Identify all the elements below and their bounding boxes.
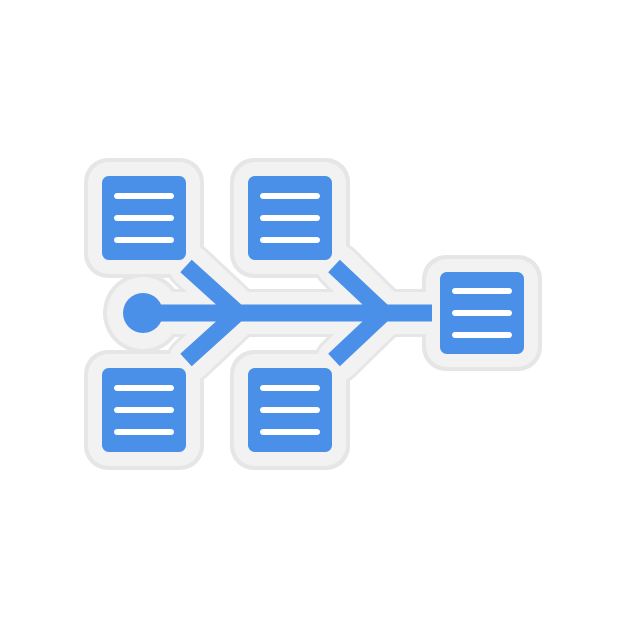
cause-box-bottom-middle: [248, 368, 332, 452]
fishbone-head-dot: [123, 293, 163, 333]
text-lines-icon: [260, 385, 320, 435]
text-lines-icon: [114, 385, 174, 435]
text-lines-icon: [260, 193, 320, 243]
text-lines-icon: [114, 193, 174, 243]
bone-lower-right: [328, 306, 390, 367]
cause-box-bottom-left: [102, 368, 186, 452]
cause-box-top-left: [102, 176, 186, 260]
text-lines-icon: [452, 288, 512, 338]
bone-upper-left: [180, 259, 244, 320]
fishbone-bones: [180, 259, 390, 367]
bone-upper-right: [328, 259, 390, 320]
cause-box-top-middle: [248, 176, 332, 260]
effect-box-right: [440, 272, 524, 354]
bone-lower-left: [180, 306, 244, 367]
